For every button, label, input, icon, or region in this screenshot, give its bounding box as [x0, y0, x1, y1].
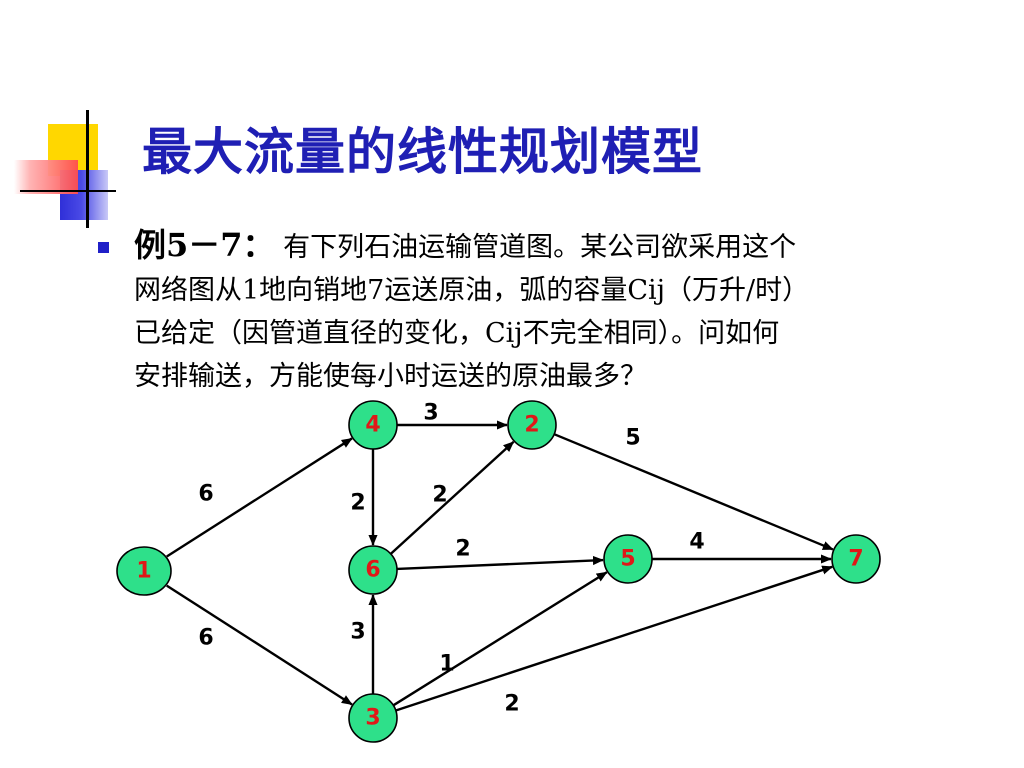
- edge-1-4: [166, 437, 353, 558]
- capacity-label-4-2: 3: [423, 401, 438, 426]
- node-1: 1: [116, 546, 172, 596]
- edge-6-2: [389, 440, 515, 555]
- node-circle-4: [348, 400, 398, 450]
- node-label-7: 7: [848, 547, 863, 572]
- node-label-3: 3: [365, 706, 380, 731]
- node-label-6: 6: [365, 558, 380, 583]
- decor-red-gradient: [14, 160, 78, 194]
- decor-vertical-line: [86, 110, 89, 228]
- bullet-icon: [98, 242, 109, 253]
- capacity-label-1-4: 6: [198, 482, 213, 507]
- capacity-label-6-5: 2: [455, 537, 470, 562]
- capacity-label-4-6: 2: [350, 491, 365, 516]
- capacity-label-1-3: 6: [198, 626, 213, 651]
- node-circle-3: [348, 693, 398, 743]
- node-label-5: 5: [620, 547, 635, 572]
- node-7: 7: [831, 534, 881, 584]
- capacity-label-3-7: 2: [504, 692, 519, 717]
- example-line-1: 有下列石油运输管道图。某公司欲采用这个: [283, 232, 797, 263]
- example-text: 例5－7： 有下列石油运输管道图。某公司欲采用这个 网络图从1地向销地7运送原油…: [134, 224, 974, 398]
- edge-1-3: [166, 584, 353, 706]
- edge-3-7: [395, 565, 834, 712]
- node-label-4: 4: [365, 413, 380, 438]
- node-2: 2: [507, 400, 557, 450]
- edge-6-5: [396, 555, 604, 571]
- node-label-1: 1: [136, 559, 151, 584]
- slide-title: 最大流量的线性规划模型: [142, 122, 703, 181]
- example-line-4: 安排输送，方能使每小时运送的原油最多？: [134, 361, 647, 392]
- node-6: 6: [348, 545, 398, 595]
- capacity-label-6-2: 2: [432, 483, 447, 508]
- edges-layer: [166, 420, 834, 712]
- capacity-label-3-6: 3: [350, 620, 365, 645]
- example-line-3: 已给定（因管道直径的变化，Cij不完全相同）。问如何: [134, 318, 780, 349]
- capacity-label-2-7: 5: [625, 426, 640, 451]
- node-circle-6: [348, 545, 398, 595]
- nodes-layer: 1 4 2 6 5 7 3: [116, 400, 881, 743]
- node-label-2: 2: [524, 413, 539, 438]
- example-label: 例5－7：: [134, 226, 275, 264]
- node-circle-5: [603, 534, 653, 584]
- decor-horizontal-line: [20, 190, 116, 192]
- edge-3-5: [392, 571, 608, 707]
- node-circle-7: [831, 534, 881, 584]
- capacity-label-5-7: 4: [689, 530, 704, 555]
- node-5: 5: [603, 534, 653, 584]
- capacity-label-3-5: 1: [439, 652, 454, 677]
- node-circle-2: [507, 400, 557, 450]
- node-3: 3: [348, 693, 398, 743]
- capacity-labels-layer: 6 6 3 2 2 5 2 4 3 1 2: [198, 401, 704, 717]
- example-line-2: 网络图从1地向销地7运送原油，弧的容量Cij（万升/时）: [134, 275, 810, 306]
- node-circle-1: [116, 546, 172, 596]
- edge-2-7: [553, 433, 834, 551]
- node-4: 4: [348, 400, 398, 450]
